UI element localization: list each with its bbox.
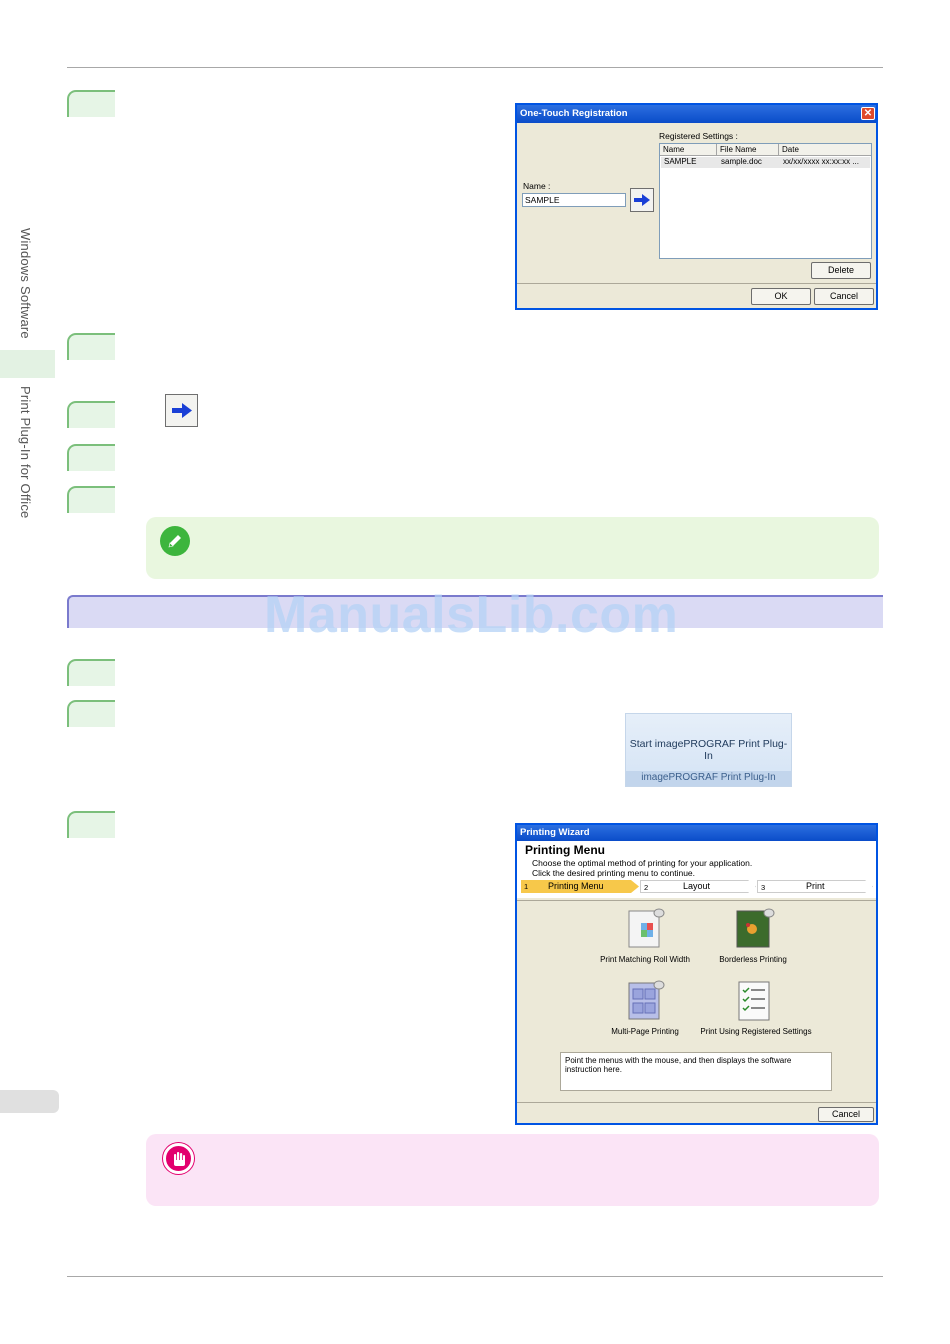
wizard-body: Print Matching Roll Width Borderless Pri…: [517, 900, 876, 1102]
watermark: ManualsLib.com: [264, 586, 679, 644]
wizard-cancel-button[interactable]: Cancel: [818, 1107, 874, 1122]
wizard-description-1: Choose the optimal method of printing fo…: [532, 858, 753, 868]
option-label: Multi-Page Printing: [611, 1027, 679, 1036]
name-input[interactable]: SAMPLE: [522, 193, 626, 207]
wizard-title: Printing Wizard: [517, 825, 876, 841]
step-marker: [67, 659, 115, 686]
step-marker: [67, 444, 115, 471]
step-label: Printing Menu: [548, 881, 604, 891]
column-date[interactable]: Date: [782, 145, 799, 154]
sidebar-bottom-tab[interactable]: [0, 1090, 59, 1113]
print-matching-roll-width-option[interactable]: Print Matching Roll Width: [595, 907, 695, 964]
step-marker: [67, 811, 115, 838]
column-name[interactable]: Name: [660, 144, 717, 156]
list-header: Name File Name Date: [660, 144, 871, 156]
step-number: 1: [524, 882, 529, 891]
step-number: 2: [644, 883, 649, 892]
register-arrow-button[interactable]: [630, 188, 654, 212]
footer-rule: [67, 1276, 883, 1277]
sidebar-tab-windows-software[interactable]: Windows Software: [0, 220, 55, 350]
multi-page-icon: [628, 980, 665, 1020]
close-icon[interactable]: ✕: [861, 107, 875, 120]
arrow-right-icon: [171, 403, 192, 418]
important-box: [146, 1134, 879, 1206]
delete-button[interactable]: Delete: [811, 262, 871, 279]
start-print-plugin-button[interactable]: Start imagePROGRAF Print Plug-In: [629, 738, 788, 762]
row-name: SAMPLE: [664, 157, 697, 166]
wizard-heading: Printing Menu: [525, 843, 605, 857]
column-file-name[interactable]: File Name: [717, 144, 779, 156]
wizard-description-2: Click the desired printing menu to conti…: [532, 868, 696, 878]
roll-paper-icon: [628, 908, 665, 948]
sidebar-tab-print-plugin-text: Print Plug-In for Office: [0, 378, 55, 528]
checklist-icon: [738, 981, 770, 1021]
header-rule: [67, 67, 883, 68]
row-file-name: sample.doc: [721, 157, 762, 166]
step-number: 3: [761, 883, 766, 892]
option-label: Print Matching Roll Width: [600, 955, 690, 964]
sidebar-label-windows-software: Windows Software: [18, 228, 33, 339]
multi-page-printing-option[interactable]: Multi-Page Printing: [595, 979, 695, 1036]
step-marker: [67, 90, 115, 117]
dialog-divider: [517, 283, 876, 284]
borderless-photo-icon: [736, 908, 775, 948]
arrow-button-illustration: [165, 394, 198, 427]
wizard-header: Printing Menu Choose the optimal method …: [517, 841, 876, 898]
registered-settings-label: Registered Settings :: [659, 131, 738, 141]
step-label: Layout: [683, 881, 711, 891]
registered-settings-list[interactable]: Name File Name Date SAMPLE sample.doc xx…: [659, 143, 872, 259]
step-marker: [67, 333, 115, 360]
pencil-note-icon: [160, 526, 190, 556]
ribbon-group: Start imagePROGRAF Print Plug-In imagePR…: [625, 713, 792, 787]
hand-stop-icon: [163, 1143, 194, 1174]
ok-button[interactable]: OK: [751, 288, 811, 305]
wizard-step-1[interactable]: 1 Printing Menu: [521, 880, 639, 893]
step-marker: [67, 486, 115, 513]
ribbon-group-label: imagePROGRAF Print Plug-In: [626, 771, 791, 786]
wizard-step-2[interactable]: 2 Layout: [640, 880, 756, 893]
list-row[interactable]: SAMPLE sample.doc xx/xx/xxxx xx:xx:xx ..…: [661, 157, 870, 168]
wizard-step-3[interactable]: 3 Print: [757, 880, 873, 893]
wizard-divider: [517, 1102, 876, 1103]
cancel-button[interactable]: Cancel: [814, 288, 874, 305]
printing-wizard-dialog: Printing Wizard Printing Menu Choose the…: [515, 823, 878, 1125]
row-date: xx/xx/xxxx xx:xx:xx ...: [783, 157, 860, 166]
borderless-printing-option[interactable]: Borderless Printing: [703, 907, 803, 964]
one-touch-registration-dialog: One-Touch Registration ✕ Registered Sett…: [515, 103, 878, 310]
instruction-text-box: Point the menus with the mouse, and then…: [560, 1052, 832, 1091]
wizard-steps: 1 Printing Menu 2 Layout 3 Print: [521, 880, 873, 894]
step-marker: [67, 401, 115, 428]
print-using-registered-settings-option[interactable]: Print Using Registered Settings: [693, 979, 819, 1036]
option-label: Print Using Registered Settings: [700, 1027, 812, 1036]
arrow-right-icon: [634, 194, 650, 206]
step-label: Print: [806, 881, 825, 891]
option-label: Borderless Printing: [719, 955, 787, 964]
note-box: [146, 517, 879, 579]
step-marker: [67, 700, 115, 727]
section-heading-bar: [67, 595, 883, 628]
dialog-title: One-Touch Registration: [517, 105, 876, 123]
sidebar-label-print-plugin: Print Plug-In for Office: [18, 386, 33, 519]
sidebar-tab-print-plugin[interactable]: [0, 350, 55, 378]
name-label: Name :: [523, 181, 551, 191]
